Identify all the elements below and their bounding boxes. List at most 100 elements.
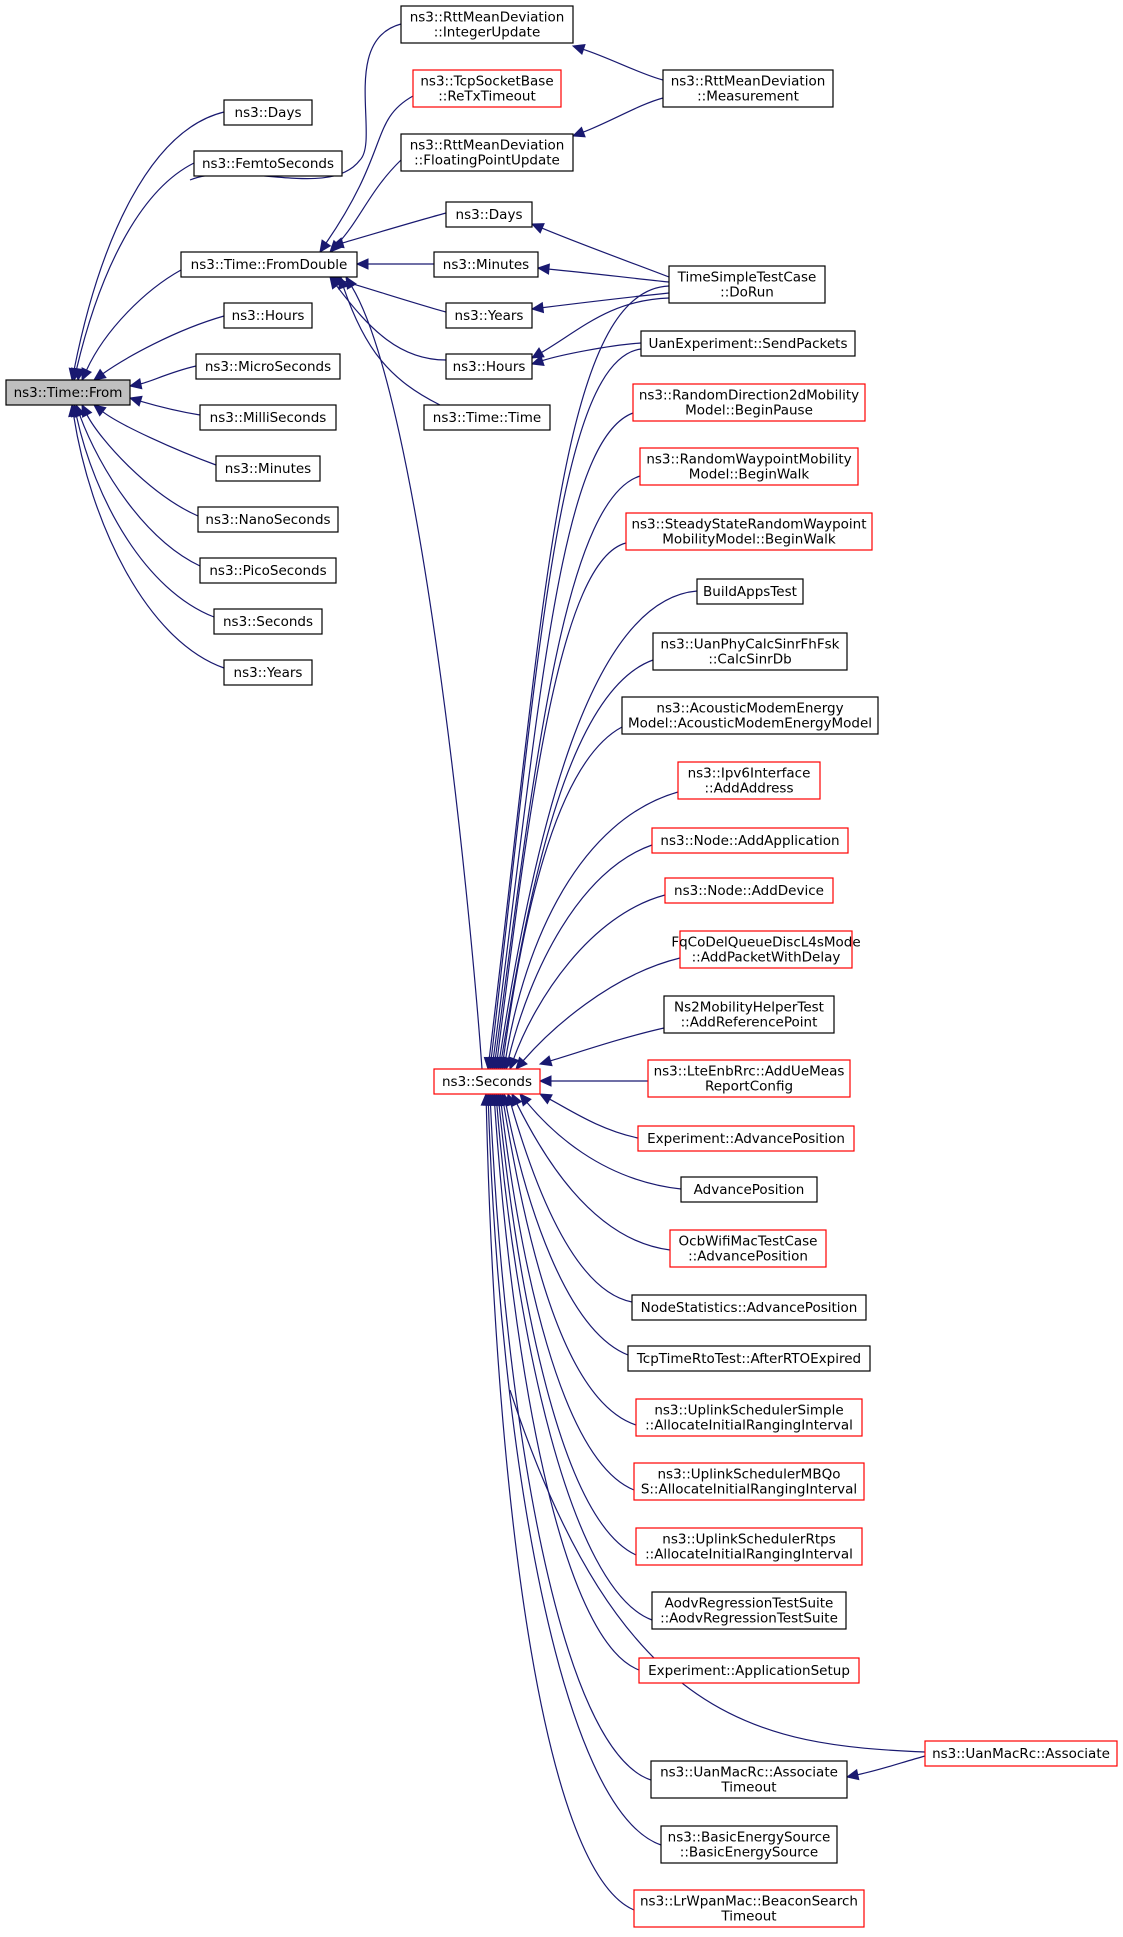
node-ns3-minutes[interactable]: ns3::Minutes [433, 251, 539, 278]
node-box[interactable] [664, 877, 834, 904]
node-ocbwifimactestcase-advanceposition[interactable]: OcbWifiMacTestCase::AdvancePosition [669, 1229, 827, 1268]
node-ns3-acousticmodemenergy-model-acousticmodemenergymodel[interactable]: ns3::AcousticModemEnergyModel::AcousticM… [621, 696, 879, 735]
node-box[interactable] [423, 404, 551, 431]
node-box[interactable] [223, 302, 313, 329]
node-box[interactable] [433, 251, 539, 278]
node-box[interactable] [400, 5, 574, 44]
node-ns3-tcpsocketbase-retxtimeout[interactable]: ns3::TcpSocketBase::ReTxTimeout [412, 69, 562, 108]
node-ns3-randomdirection2dmobility-model-beginpause[interactable]: ns3::RandomDirection2dMobilityModel::Beg… [632, 383, 866, 422]
node-box[interactable] [412, 69, 562, 108]
node-ns3-hours[interactable]: ns3::Hours [445, 353, 533, 380]
node-box[interactable] [696, 578, 804, 605]
node-box[interactable] [445, 353, 533, 380]
node-box[interactable] [651, 1591, 847, 1630]
node-ns3-node-adddevice[interactable]: ns3::Node::AddDevice [664, 877, 834, 904]
node-box[interactable] [625, 512, 873, 551]
node-box[interactable] [660, 1825, 838, 1864]
node-box[interactable] [433, 1068, 541, 1095]
node-ns3-minutes[interactable]: ns3::Minutes [215, 455, 321, 482]
node-ns3-hours[interactable]: ns3::Hours [223, 302, 313, 329]
node-box[interactable] [662, 69, 834, 108]
node-box[interactable] [679, 930, 853, 969]
node-experiment-applicationsetup[interactable]: Experiment::ApplicationSetup [638, 1657, 860, 1684]
node-box[interactable] [635, 1398, 863, 1437]
node-box[interactable] [223, 99, 313, 126]
node-box[interactable] [669, 1229, 827, 1268]
node-tcptimertotest-afterrtoexpired[interactable]: TcpTimeRtoTest::AfterRTOExpired [627, 1345, 871, 1372]
node-ns3-uplinkschedulermbqo-s-allocateinitialranginginterval[interactable]: ns3::UplinkSchedulerMBQoS::AllocateIniti… [633, 1462, 865, 1501]
node-box[interactable] [621, 696, 879, 735]
node-ns3-years[interactable]: ns3::Years [223, 659, 313, 686]
node-box[interactable] [445, 302, 533, 329]
node-box[interactable] [640, 330, 856, 357]
node-ns3-time-fromdouble[interactable]: ns3::Time::FromDouble [180, 251, 358, 278]
node-experiment-advanceposition[interactable]: Experiment::AdvancePosition [637, 1125, 855, 1152]
node-ns3-seconds[interactable]: ns3::Seconds [433, 1068, 541, 1095]
node-advanceposition[interactable]: AdvancePosition [680, 1176, 818, 1203]
node-ns3-days[interactable]: ns3::Days [445, 201, 533, 228]
node-box[interactable] [193, 150, 343, 177]
node-ns2mobilityhelpertest-addreferencepoint[interactable]: Ns2MobilityHelperTest::AddReferencePoint [663, 995, 835, 1034]
node-ns3-rttmeandeviation-integerupdate[interactable]: ns3::RttMeanDeviation::IntegerUpdate [400, 5, 574, 44]
node-box[interactable] [647, 1059, 851, 1098]
node-ns3-time-from[interactable]: ns3::Time::From [5, 379, 131, 406]
node-box[interactable] [5, 379, 131, 406]
node-box[interactable] [924, 1740, 1118, 1767]
node-ns3-microseconds[interactable]: ns3::MicroSeconds [195, 353, 341, 380]
node-ns3-time-time[interactable]: ns3::Time::Time [423, 404, 551, 431]
node-box[interactable] [632, 383, 866, 422]
node-ns3-nanoseconds[interactable]: ns3::NanoSeconds [197, 506, 339, 533]
node-ns3-rttmeandeviation-floatingpointupdate[interactable]: ns3::RttMeanDeviation::FloatingPointUpda… [400, 133, 574, 172]
node-box[interactable] [631, 1294, 867, 1321]
node-uanexperiment-sendpackets[interactable]: UanExperiment::SendPackets [640, 330, 856, 357]
node-box[interactable] [652, 632, 848, 671]
node-box[interactable] [199, 557, 337, 584]
node-box[interactable] [195, 353, 341, 380]
node-box[interactable] [633, 1889, 865, 1928]
node-buildappstest[interactable]: BuildAppsTest [696, 578, 804, 605]
node-box[interactable] [445, 201, 533, 228]
node-box[interactable] [180, 251, 358, 278]
node-ns3-seconds[interactable]: ns3::Seconds [213, 608, 323, 635]
node-ns3-basicenergysource-basicenergysource[interactable]: ns3::BasicEnergySource::BasicEnergySourc… [660, 1825, 838, 1864]
node-box[interactable] [199, 404, 337, 431]
node-aodvregressiontestsuite-aodvregressiontestsuite[interactable]: AodvRegressionTestSuite::AodvRegressionT… [651, 1591, 847, 1630]
node-box[interactable] [677, 761, 821, 800]
node-ns3-steadystaterandomwaypoint-mobilitymodel-beginwalk[interactable]: ns3::SteadyStateRandomWaypointMobilityMo… [625, 512, 873, 551]
node-box[interactable] [223, 659, 313, 686]
node-box[interactable] [635, 1527, 863, 1566]
node-box[interactable] [633, 1462, 865, 1501]
node-ns3-days[interactable]: ns3::Days [223, 99, 313, 126]
node-box[interactable] [215, 455, 321, 482]
node-nodestatistics-advanceposition[interactable]: NodeStatistics::AdvancePosition [631, 1294, 867, 1321]
node-ns3-uanphycalcsinrfhfsk-calcsinrdb[interactable]: ns3::UanPhyCalcSinrFhFsk::CalcSinrDb [652, 632, 848, 671]
node-timesimpletestcase-dorun[interactable]: TimeSimpleTestCase::DoRun [668, 265, 826, 304]
node-ns3-uanmacrc-associate[interactable]: ns3::UanMacRc::Associate [924, 1740, 1118, 1767]
node-ns3-uplinkschedulersimple-allocateinitialranginginterval[interactable]: ns3::UplinkSchedulerSimple::AllocateInit… [635, 1398, 863, 1437]
node-ns3-rttmeandeviation-measurement[interactable]: ns3::RttMeanDeviation::Measurement [662, 69, 834, 108]
node-ns3-years[interactable]: ns3::Years [445, 302, 533, 329]
node-ns3-femtoseconds[interactable]: ns3::FemtoSeconds [193, 150, 343, 177]
node-ns3-ipv6interface-addaddress[interactable]: ns3::Ipv6Interface::AddAddress [677, 761, 821, 800]
node-ns3-picoseconds[interactable]: ns3::PicoSeconds [199, 557, 337, 584]
node-ns3-randomwaypointmobility-model-beginwalk[interactable]: ns3::RandomWaypointMobilityModel::BeginW… [639, 447, 859, 486]
node-box[interactable] [668, 265, 826, 304]
node-box[interactable] [637, 1125, 855, 1152]
node-box[interactable] [639, 447, 859, 486]
node-ns3-milliseconds[interactable]: ns3::MilliSeconds [199, 404, 337, 431]
node-box[interactable] [197, 506, 339, 533]
node-fqcodelqueuediscl4smode-addpacketwithdelay[interactable]: FqCoDelQueueDiscL4sMode::AddPacketWithDe… [671, 930, 861, 969]
node-ns3-uplinkschedulerrtps-allocateinitialranginginterval[interactable]: ns3::UplinkSchedulerRtps::AllocateInitia… [635, 1527, 863, 1566]
node-box[interactable] [651, 827, 849, 854]
node-ns3-node-addapplication[interactable]: ns3::Node::AddApplication [651, 827, 849, 854]
node-box[interactable] [213, 608, 323, 635]
node-box[interactable] [627, 1345, 871, 1372]
node-box[interactable] [638, 1657, 860, 1684]
node-box[interactable] [663, 995, 835, 1034]
node-box[interactable] [400, 133, 574, 172]
node-box[interactable] [680, 1176, 818, 1203]
node-box[interactable] [650, 1760, 848, 1799]
